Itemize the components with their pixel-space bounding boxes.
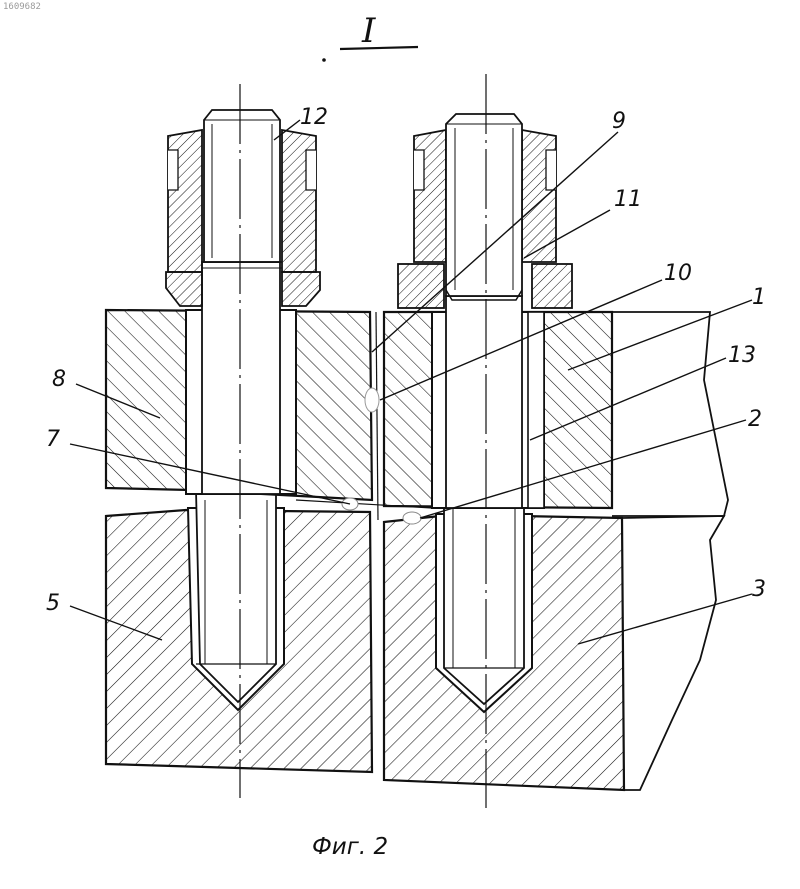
sleeve-13 bbox=[528, 312, 544, 508]
section-title-underline bbox=[340, 47, 418, 49]
left-nut-slot bbox=[306, 150, 316, 190]
joint-split-line bbox=[376, 312, 378, 520]
callout-1: 1 bbox=[752, 285, 766, 310]
right-upper-extension bbox=[612, 312, 728, 516]
figure-caption: Фиг. 2 bbox=[312, 834, 388, 860]
left-washer bbox=[282, 272, 320, 306]
section-title: I bbox=[361, 11, 376, 51]
callout-3: 3 bbox=[752, 577, 766, 602]
joint-spot bbox=[403, 512, 421, 524]
callout-5: 5 bbox=[46, 591, 60, 616]
left-nut-slot bbox=[168, 150, 178, 190]
callout-12: 12 bbox=[300, 105, 328, 130]
callout-7: 7 bbox=[46, 427, 60, 452]
screw-11-shank bbox=[446, 296, 522, 508]
callout-2: 2 bbox=[748, 407, 762, 432]
screw-12-shank bbox=[202, 262, 280, 494]
callout-10: 10 bbox=[664, 261, 692, 286]
right-washer bbox=[532, 264, 572, 308]
left-assembly bbox=[106, 84, 372, 798]
callout-11: 11 bbox=[614, 187, 642, 212]
stray-dot bbox=[322, 58, 326, 62]
left-screw-tip bbox=[196, 490, 276, 702]
joint-spot bbox=[365, 388, 379, 412]
right-screw-tip bbox=[444, 496, 524, 704]
callout-13: 13 bbox=[728, 343, 756, 368]
right-lower-extension bbox=[622, 516, 724, 790]
screw-12-top bbox=[204, 110, 280, 262]
right-washer bbox=[398, 264, 444, 308]
callout-9: 9 bbox=[612, 109, 626, 134]
left-washer bbox=[166, 272, 202, 306]
right-nut-slot bbox=[546, 150, 556, 190]
callout-8: 8 bbox=[52, 367, 66, 392]
corner-mark: 1609682 bbox=[3, 2, 41, 12]
right-nut-slot bbox=[414, 150, 424, 190]
screw-11-top bbox=[446, 114, 522, 296]
